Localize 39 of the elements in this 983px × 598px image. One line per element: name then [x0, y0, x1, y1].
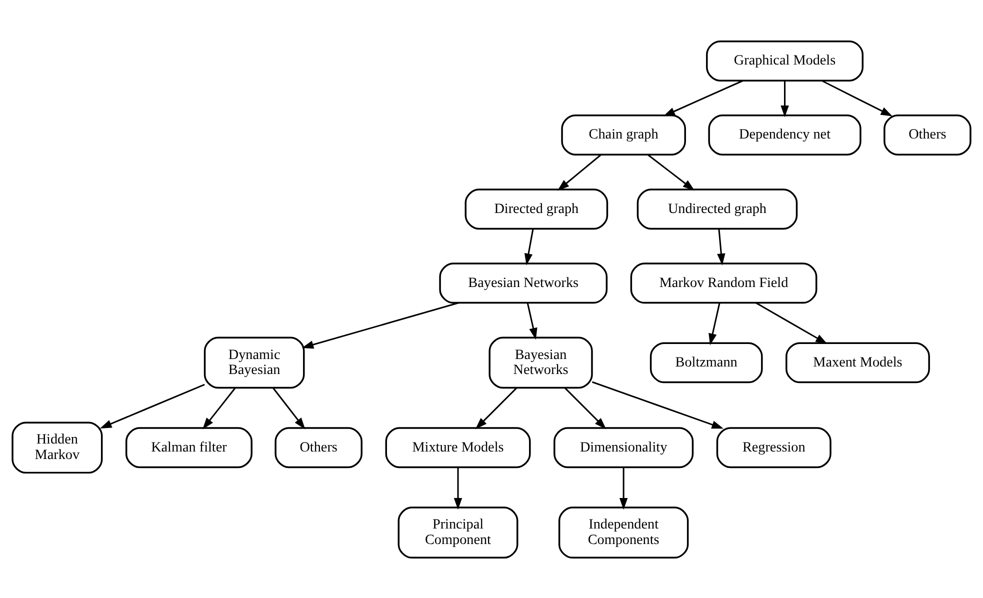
node-box: Bayesian Networks — [439, 262, 608, 304]
arrow — [564, 387, 606, 429]
node-box: Graphical Models — [706, 40, 864, 81]
arrow — [592, 380, 724, 428]
node-box: Boltzmann — [650, 342, 763, 383]
node-box: Principal Component — [398, 506, 518, 558]
node-box: Others — [274, 426, 362, 468]
arrow — [663, 80, 744, 116]
arrow — [717, 228, 726, 265]
arrow — [708, 302, 720, 345]
node-box: Dimensionality — [554, 426, 694, 468]
arrow — [780, 80, 789, 117]
node-box: Others — [884, 114, 972, 155]
node-box: Markov Random Field — [630, 262, 818, 304]
node-box: Regression — [716, 426, 832, 468]
node-box: Maxent Models — [786, 342, 930, 383]
node-box: Undirected graph — [636, 188, 798, 230]
arrow — [526, 302, 538, 340]
arrow — [619, 467, 628, 510]
arrow — [822, 80, 893, 116]
arrow — [755, 302, 828, 344]
arrow — [648, 154, 695, 190]
arrow — [100, 383, 205, 428]
arrow — [202, 387, 236, 429]
arrow — [557, 154, 602, 190]
arrow — [272, 387, 306, 429]
node-box: Kalman filter — [125, 426, 252, 468]
node-box: Dynamic Bayesian — [204, 336, 305, 388]
node-box: Dependency net — [708, 114, 862, 155]
arrow — [475, 387, 517, 429]
arrow — [524, 228, 534, 265]
node-box: Hidden Markov — [12, 421, 103, 474]
node-box: Chain graph — [561, 114, 686, 155]
node-box: Mixture Models — [385, 426, 531, 468]
arrow — [302, 302, 460, 348]
node-box: Bayesian Networks — [488, 336, 593, 388]
arrow — [454, 467, 462, 510]
node-box: Independent Components — [558, 506, 689, 558]
node-box: Directed graph — [464, 188, 608, 230]
